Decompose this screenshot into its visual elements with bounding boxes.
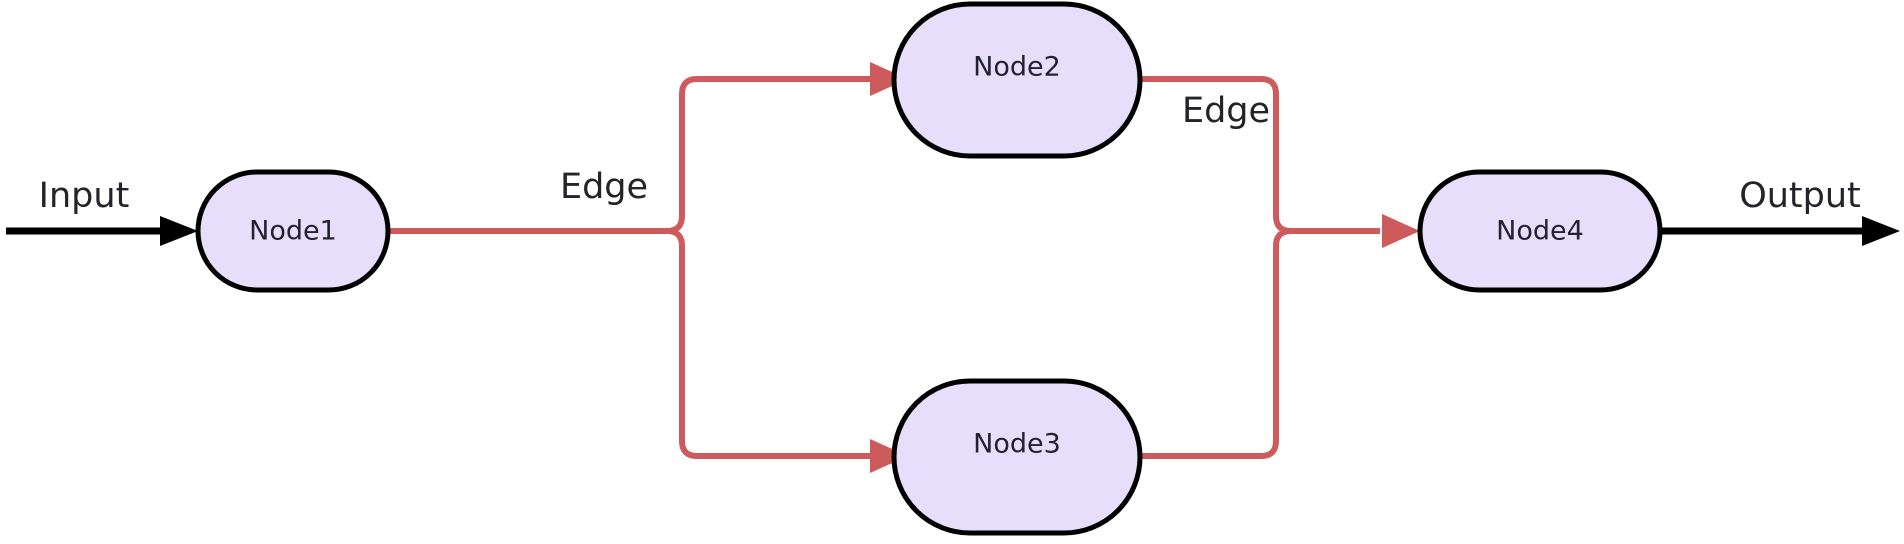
node1-shape[interactable] bbox=[195, 169, 391, 293]
input-arrow-group bbox=[6, 216, 198, 246]
node3-label: Node3 bbox=[973, 429, 1061, 460]
node4-label: Node4 bbox=[1496, 216, 1584, 247]
edge-node1-to-branch bbox=[387, 76, 1000, 459]
node-node2[interactable]: Node2 bbox=[891, 1, 1143, 159]
output-arrow-group bbox=[1660, 216, 1900, 246]
node-node4[interactable]: Node4 bbox=[1417, 169, 1663, 293]
node3-shape[interactable] bbox=[891, 378, 1143, 536]
output-label: Output bbox=[1739, 176, 1861, 216]
node1-label: Node1 bbox=[249, 216, 337, 247]
arrowhead-into-node2-icon bbox=[870, 62, 908, 96]
edge-node3-to-node4 bbox=[1141, 228, 1380, 459]
edge-segment-to-node3 bbox=[666, 228, 1000, 459]
arrowhead-into-node3-icon bbox=[870, 439, 908, 473]
edge-segment-node3-out bbox=[1141, 228, 1380, 459]
output-arrowhead-icon bbox=[1862, 216, 1900, 246]
input-label: Input bbox=[39, 176, 130, 216]
node2-shape[interactable] bbox=[891, 1, 1143, 159]
node-node1[interactable]: Node1 bbox=[195, 169, 391, 293]
node-node3[interactable]: Node3 bbox=[891, 378, 1143, 536]
node4-shape[interactable] bbox=[1417, 169, 1663, 293]
node2-label: Node2 bbox=[973, 52, 1061, 83]
input-arrowhead-icon bbox=[160, 216, 198, 246]
edge-label-right: Edge bbox=[1182, 91, 1270, 131]
edge-label-left: Edge bbox=[560, 167, 648, 207]
arrowhead-into-node4-icon bbox=[1382, 214, 1420, 248]
